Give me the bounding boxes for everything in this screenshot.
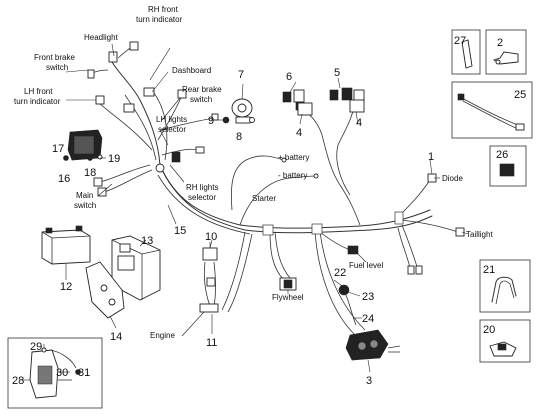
part-27-box	[451, 29, 481, 75]
horn-bolt-icon	[222, 116, 255, 124]
taillight-connector-icon	[407, 173, 465, 275]
part-number-20: 20	[483, 324, 495, 336]
label-rear-brake-line2: switch	[190, 95, 212, 104]
label-lh-lights-selector: LH lights selector	[156, 115, 189, 134]
label-flywheel: Flywheel	[272, 293, 304, 302]
label-taillight: Taillight	[466, 230, 493, 239]
part-number-4b: 4	[356, 117, 362, 129]
part-26-box	[489, 145, 527, 187]
label-rear-brake-line1: Rear brake	[182, 85, 222, 94]
label-main-switch-line2: switch	[74, 201, 96, 210]
label-starter: Starter	[252, 194, 276, 203]
label-rh-front-turn-indicator: RH front turn indicator	[136, 5, 183, 24]
part-number-26: 26	[496, 149, 508, 161]
relay-socket-icon	[297, 99, 365, 116]
relay-10-icon	[202, 242, 218, 261]
part-21-box	[479, 259, 531, 313]
part-number-16: 16	[58, 173, 70, 185]
part-number-30: 30	[56, 367, 68, 379]
horn-icon	[231, 83, 253, 118]
part-number-8: 8	[236, 131, 242, 143]
part-2-box	[485, 29, 527, 75]
screw-icon	[87, 154, 103, 161]
part-number-3: 3	[366, 375, 372, 387]
part-number-5: 5	[334, 67, 340, 79]
fuel-level-connector-icon	[347, 245, 359, 255]
label-fuel-level: Fuel level	[349, 261, 383, 270]
label-rh-lights-line2: selector	[188, 193, 216, 202]
label-rear-brake-switch: Rear brake switch	[182, 85, 224, 104]
part-28-31-box	[7, 337, 103, 409]
main-harness	[89, 44, 459, 336]
label-rh-front-line1: RH front	[148, 5, 179, 14]
battery-plus-terminal-icon	[281, 157, 287, 163]
part-number-9: 9	[208, 115, 214, 127]
part-number-28: 28	[12, 375, 24, 387]
part-number-2: 2	[497, 37, 503, 49]
label-lh-front-line2: turn indicator	[14, 97, 61, 106]
voltage-regulator-icon	[345, 329, 401, 361]
part-number-4a: 4	[296, 127, 302, 139]
label-front-brake-line1: Front brake	[34, 53, 75, 62]
leader-lines	[22, 43, 469, 381]
part-number-15: 15	[174, 225, 186, 237]
battery-icon	[41, 225, 91, 265]
part-number-24: 24	[362, 313, 374, 325]
part-number-10: 10	[205, 231, 217, 243]
flywheel-connector-icon	[279, 277, 297, 291]
label-rh-lights-selector: RH lights selector	[186, 183, 221, 202]
label-front-brake-line2: switch	[46, 63, 68, 72]
part-number-6: 6	[286, 71, 292, 83]
part-number-19: 19	[108, 153, 120, 165]
part-number-27: 27	[454, 35, 466, 47]
battery-minus-terminal-icon	[313, 173, 319, 179]
part-number-18: 18	[84, 167, 96, 179]
engine-harness-icon	[199, 261, 219, 313]
label-lh-lights-line2: selector	[158, 125, 186, 134]
part-20-box	[479, 319, 531, 363]
battery-box-icon	[111, 235, 161, 301]
part-number-22: 22	[334, 267, 346, 279]
part-number-29: 29	[30, 341, 42, 353]
part-number-25: 25	[514, 89, 526, 101]
label-main-switch: Main switch	[74, 191, 96, 210]
label-battery-plus: + battery	[278, 153, 309, 162]
label-headlight: Headlight	[84, 33, 119, 42]
part-number-7: 7	[238, 69, 244, 81]
part-number-21: 21	[483, 264, 495, 276]
pickup-icon	[333, 279, 357, 326]
bracket-14-icon	[85, 261, 125, 319]
headlight-connector-icon	[87, 41, 219, 197]
label-rh-lights-line1: RH lights	[186, 183, 218, 192]
label-rh-front-line2: turn indicator	[136, 15, 183, 24]
label-lh-lights-line1: LH lights	[156, 115, 187, 124]
label-lh-front-line1: LH front	[24, 87, 53, 96]
label-engine: Engine	[150, 331, 175, 340]
control-unit-icon	[63, 129, 103, 161]
label-dashboard: Dashboard	[172, 66, 211, 75]
part-number-17: 17	[52, 143, 64, 155]
part-number-1: 1	[428, 151, 434, 163]
connector-5-icon	[329, 87, 365, 103]
part-25-box	[451, 81, 533, 139]
label-battery-minus: - battery	[278, 171, 307, 180]
part-number-23: 23	[362, 291, 374, 303]
part-number-31: 31	[78, 367, 90, 379]
label-front-brake-switch: Front brake switch	[34, 53, 77, 72]
part-number-11: 11	[206, 337, 217, 349]
label-lh-front-turn-indicator: LH front turn indicator	[14, 87, 61, 106]
label-main-switch-line1: Main	[76, 191, 93, 200]
part-number-12: 12	[60, 281, 72, 293]
part-number-14: 14	[110, 331, 122, 343]
part-number-13: 13	[141, 235, 153, 247]
label-diode: Diode	[442, 174, 463, 183]
